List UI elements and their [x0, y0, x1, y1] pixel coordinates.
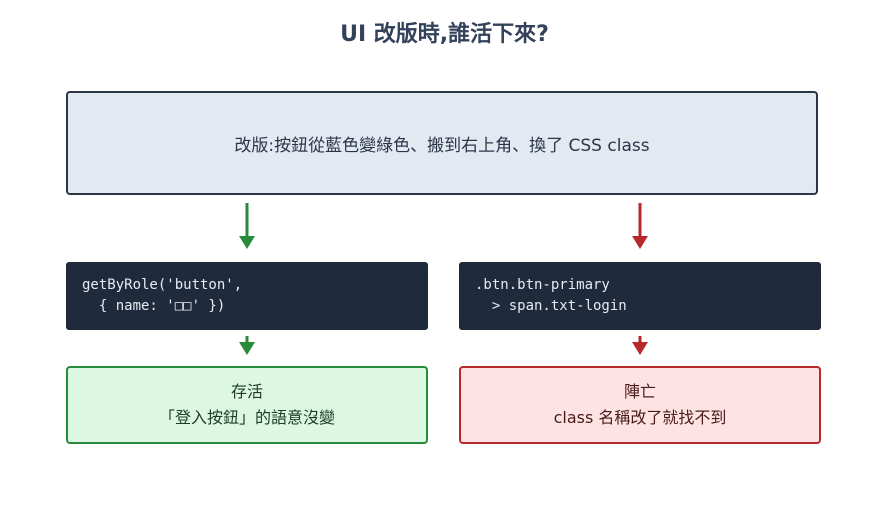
change-text: 改版:按鈕從藍色變綠色、搬到右上角、換了 CSS class [234, 135, 650, 156]
role-locator-code: getByRole('button', { name: '□□' }) [66, 262, 428, 330]
code-line: getByRole('button', [82, 277, 243, 293]
code-line: { name: '□□' }) [82, 298, 226, 314]
result-description: class 名稱改了就找不到 [553, 408, 727, 427]
css-locator-code: .btn.btn-primary > span.txt-login [459, 262, 821, 330]
code-line: .btn.btn-primary [475, 277, 610, 293]
result-description: 「登入按鈕」的語意沒變 [158, 408, 335, 427]
left-arrow-bottom-head [239, 342, 255, 355]
code-line: > span.txt-login [475, 298, 627, 314]
change-box: 改版:按鈕從藍色變綠色、搬到右上角、換了 CSS class [66, 91, 818, 195]
left-arrow-top-head [239, 236, 255, 249]
right-arrow-bottom-head [632, 342, 648, 355]
right-arrow-top-head [632, 236, 648, 249]
diagram-title: UI 改版時,誰活下來? [340, 22, 549, 47]
result-title: 陣亡 [623, 382, 656, 401]
survive-result-box: 存活 「登入按鈕」的語意沒變 [66, 366, 428, 444]
fail-result-box: 陣亡 class 名稱改了就找不到 [459, 366, 821, 444]
result-title: 存活 [230, 382, 263, 401]
